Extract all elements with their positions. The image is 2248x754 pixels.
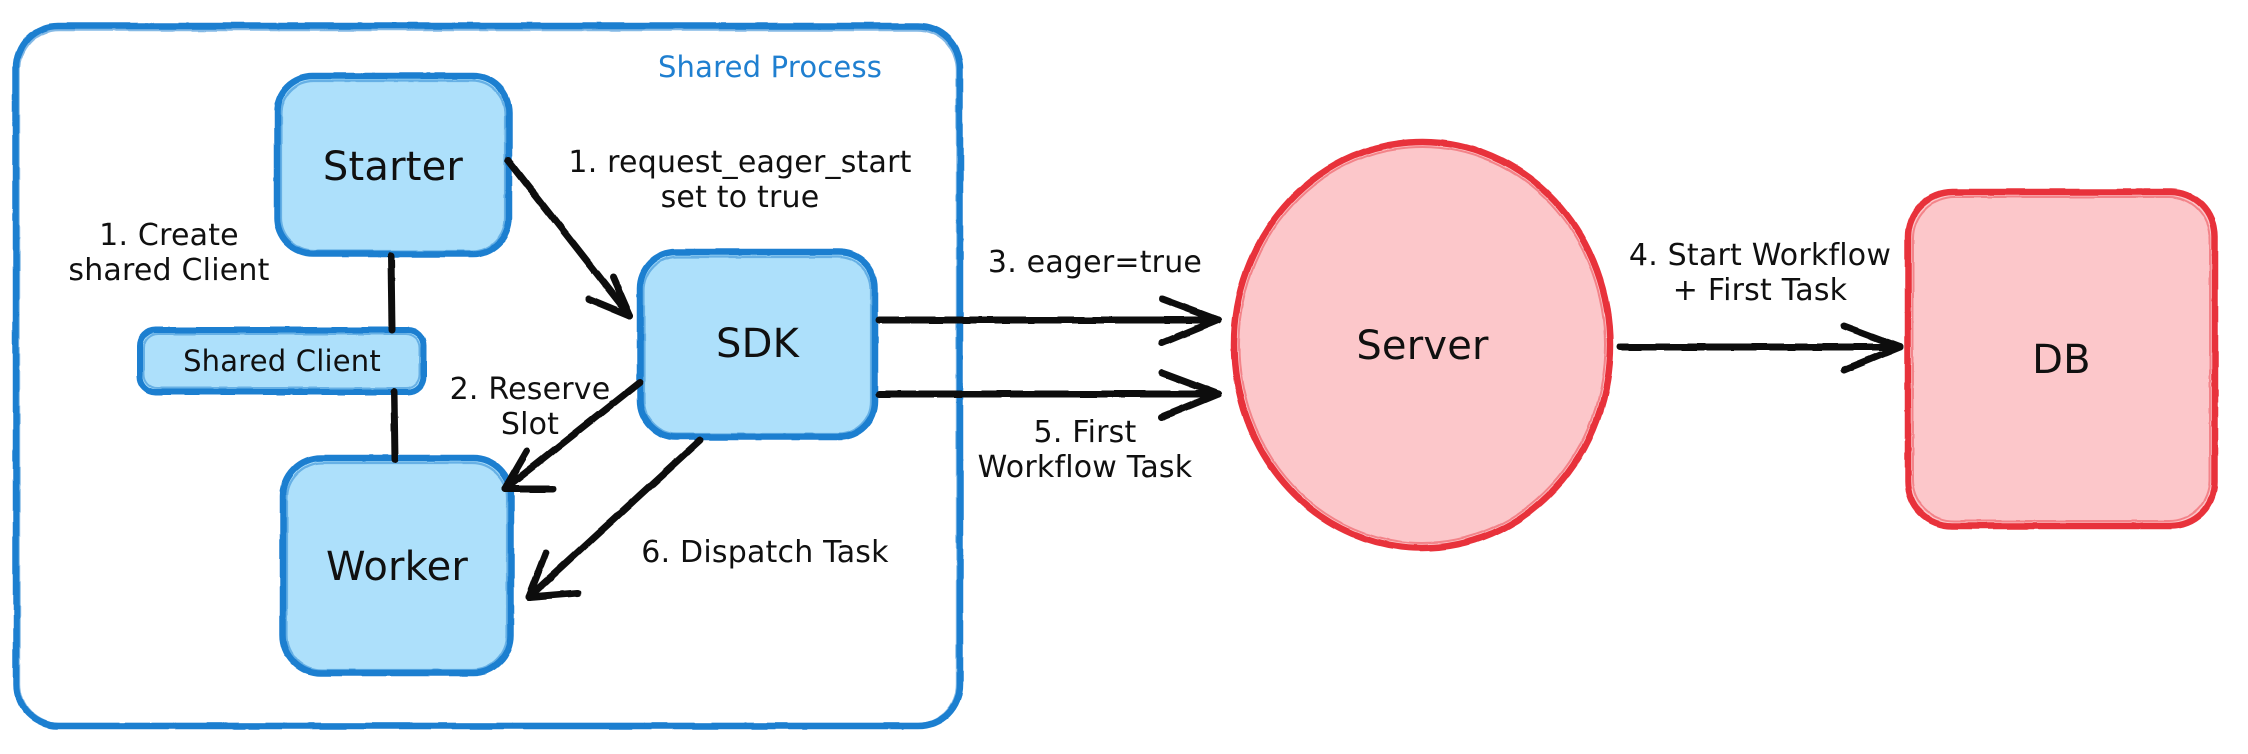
node-sdk-shape[interactable] — [636, 248, 879, 441]
node-worker-shape[interactable] — [279, 454, 515, 677]
edge-sdk-worker-dispatch — [525, 436, 704, 601]
edge-sdk-server-first-task-arrowhead — [1158, 369, 1222, 421]
edge-starter-shared-client — [387, 252, 396, 334]
node-server-shape[interactable] — [1230, 138, 1614, 552]
node-starter-shape[interactable] — [273, 72, 513, 258]
edge-server-db-arrowhead — [1840, 322, 1904, 374]
edge-sdk-worker-dispatch-arrowhead — [525, 549, 582, 601]
edge-starter-sdk-arrowhead — [585, 273, 634, 320]
edge-sdk-server-eager-arrowhead — [1158, 295, 1222, 347]
edge-shared-client-worker — [390, 388, 399, 464]
node-shared-client-shape[interactable] — [137, 327, 427, 395]
edge-starter-sdk — [504, 156, 634, 320]
edge-sdk-worker-reserve — [501, 378, 644, 493]
node-db-shape[interactable] — [1904, 188, 2219, 530]
edge-sdk-worker-reserve-arrowhead — [501, 447, 557, 493]
shared-process-container — [12, 22, 964, 730]
